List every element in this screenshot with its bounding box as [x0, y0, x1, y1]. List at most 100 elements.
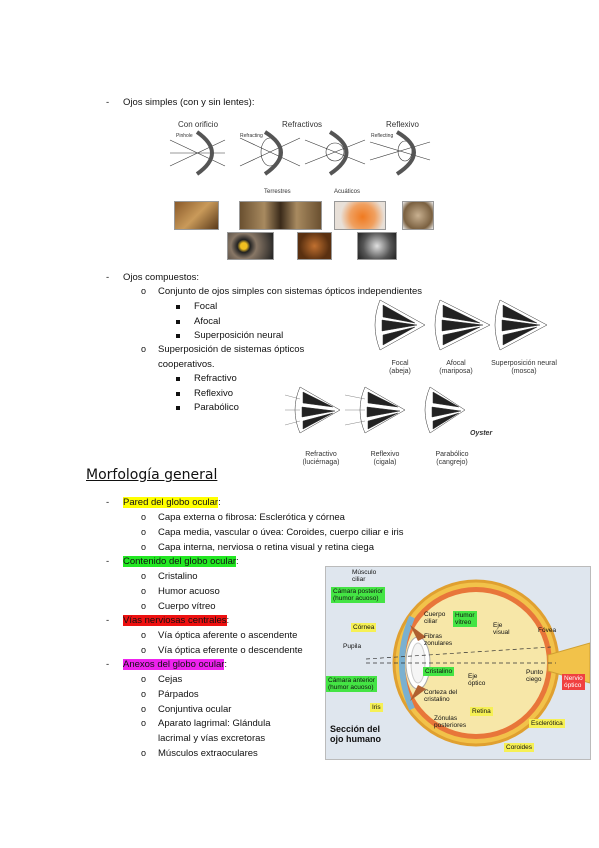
bullet-circle: o: [141, 542, 147, 552]
bullet-square: [176, 305, 180, 309]
compound-item-parabolico: Parabólico: [194, 402, 239, 413]
bullet-circle: o: [141, 286, 147, 296]
morph-item: lacrimal y vías excretoras: [158, 733, 266, 744]
bullet-circle: o: [141, 527, 147, 537]
eye-tag-iris: Iris: [370, 703, 383, 712]
animal-photo-owl: [227, 232, 274, 260]
fig-title-refractive: Refractivos: [282, 120, 323, 129]
morph-group-anexos: Anexos del globo ocular:: [123, 659, 228, 670]
morph-item: Conjuntiva ocular: [158, 704, 232, 715]
compound-caption-afocal: Afocal(mariposa): [439, 360, 473, 375]
bullet-circle: o: [141, 630, 147, 640]
animal-photo-snail: [174, 201, 219, 230]
fig-bottom-acuaticos: Acuáticos: [334, 189, 361, 195]
compound-item-reflexivo: Reflexivo: [194, 388, 234, 399]
bullet-circle: o: [141, 704, 147, 714]
compound-eyes-label: Ojos compuestos:: [123, 272, 200, 283]
compound-caption-reflexivo: Reflexivo(cigala): [370, 451, 400, 466]
fig-small-reflecting: Reflecting: [371, 133, 394, 139]
compound-item-focal: Focal: [194, 301, 218, 312]
animal-photo-shell: [402, 201, 434, 230]
list-dash: -: [106, 497, 110, 508]
compound-caption-refractivo: Refractivo(luciérnaga): [302, 451, 340, 466]
fig-small-pinhole: Pinhole: [176, 133, 193, 139]
animal-photo-insect: [297, 232, 332, 260]
compound-eye-diagram: [285, 299, 548, 434]
list-dash: -: [106, 659, 110, 670]
morph-item: Humor acuoso: [158, 586, 220, 597]
bullet-circle: o: [141, 344, 147, 354]
compound-caption-focal: Focal(abeja): [389, 360, 411, 375]
bullet-circle: o: [141, 512, 147, 522]
morph-item: Vía óptica aferente o ascendente: [158, 630, 298, 641]
compound-item-neural: Superposición neural: [194, 330, 284, 341]
eye-tag-camara-anterior: Cámara anterior(humor acuoso): [326, 676, 377, 692]
eye-label-fovea: Fóvea: [538, 627, 557, 634]
morph-item: Cuerpo vítreo: [158, 601, 216, 612]
morph-item: Capa externa o fibrosa: Esclerótica y có…: [158, 512, 345, 523]
morph-item: Vía óptica eferente o descendente: [158, 645, 303, 656]
bullet-circle: o: [141, 718, 147, 728]
animal-photo-octopus: [357, 232, 397, 260]
fig-title-pinhole: Con orificio: [178, 120, 219, 129]
bullet-square: [176, 334, 180, 338]
fig-bottom-terrestres: Terrestres: [264, 189, 291, 195]
morph-group-pared: Pared del globo ocular:: [123, 497, 221, 508]
bullet-square: [176, 392, 180, 396]
bullet-circle: o: [141, 586, 147, 596]
simple-eyes-label: Ojos simples (con y sin lentes):: [123, 97, 255, 108]
bullet-circle: o: [141, 601, 147, 611]
eye-label-pupila: Pupila: [343, 643, 362, 650]
list-dash: -: [106, 556, 110, 567]
compound-sub2-line1: Superposición de sistemas ópticos: [158, 344, 305, 355]
bullet-circle: o: [141, 748, 147, 758]
morph-item: Aparato lagrimal: Glándula: [158, 718, 271, 729]
compound-caption-oyster: Oyster: [470, 430, 493, 437]
animal-photo-cat-eyes: [239, 201, 322, 230]
morph-group-vias: Vías nerviosas centrales:: [123, 615, 230, 626]
list-dash: -: [106, 97, 110, 108]
eye-tag-retina: Retina: [470, 707, 493, 716]
fig-title-reflexive: Reflexivo: [386, 120, 419, 129]
eye-tag-cornea: Córnea: [351, 623, 377, 632]
eye-tag-cristalino: Cristalino: [423, 667, 455, 676]
compound-caption-parabolico: Parabólico(cangrejo): [435, 451, 469, 466]
morph-item: Capa interna, nerviosa o retina visual y…: [158, 542, 374, 553]
simple-eye-diagram: [169, 130, 431, 176]
section-heading-morphology: Morfología general: [86, 467, 218, 483]
bullet-circle: o: [141, 674, 147, 684]
list-dash: -: [106, 615, 110, 626]
compound-sub1: Conjunto de ojos simples con sistemas óp…: [158, 286, 423, 297]
bullet-square: [176, 406, 180, 410]
animal-photo-fish: [334, 201, 386, 230]
compound-sub2-line2: cooperativos.: [158, 359, 215, 370]
fig-small-refracting: Refracting: [240, 133, 263, 139]
morph-group-contenido: Contenido del globo ocular:: [123, 556, 239, 567]
bullet-square: [176, 320, 180, 324]
eye-illustration: [365, 579, 590, 747]
compound-caption-neural: Superposición neural(mosca): [491, 360, 557, 375]
morph-item: Párpados: [158, 689, 199, 700]
morph-item: Capa media, vascular o úvea: Coroides, c…: [158, 527, 404, 538]
list-dash: -: [106, 272, 110, 283]
bullet-circle: o: [141, 645, 147, 655]
eye-tag-camara-posterior: Cámara posterior(humor acuoso): [331, 587, 386, 603]
compound-item-refractivo: Refractivo: [194, 373, 237, 384]
eye-tag-esclerotica: Esclerótica: [529, 719, 565, 728]
morph-item: Cejas: [158, 674, 183, 685]
bullet-square: [176, 377, 180, 381]
morph-item: Cristalino: [158, 571, 198, 582]
bullet-circle: o: [141, 571, 147, 581]
